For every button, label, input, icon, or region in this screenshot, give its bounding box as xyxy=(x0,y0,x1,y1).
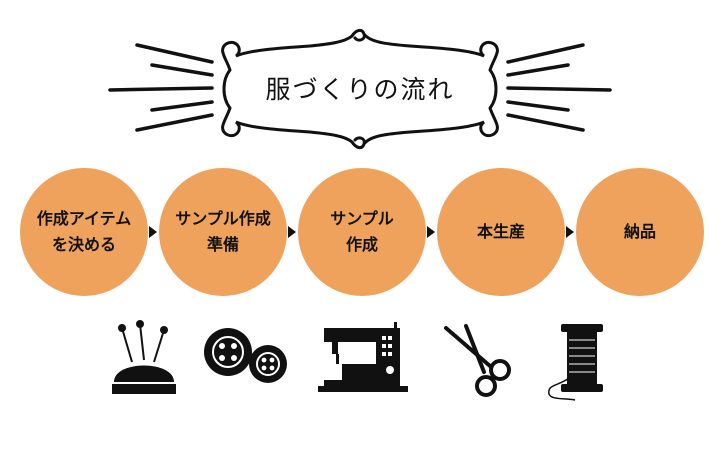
buttons-icon xyxy=(204,328,287,383)
title-banner: 服づくりの流れ xyxy=(0,0,720,160)
step-1-circle: 作成アイテム を決める xyxy=(20,168,148,296)
frame-bottom xyxy=(221,106,499,150)
arrow-icon xyxy=(288,226,296,238)
step-5-circle: 納品 xyxy=(576,168,704,296)
arrow-icon xyxy=(566,226,574,238)
pincushion-icon xyxy=(112,320,176,394)
arrow-icon xyxy=(427,226,435,238)
decorative-frame xyxy=(108,28,612,150)
scissors-icon xyxy=(444,324,511,397)
sewing-machine-icon xyxy=(318,322,408,392)
left-burst-lines xyxy=(108,43,214,132)
step-2-circle: サンプル作成 準備 xyxy=(159,168,287,296)
right-burst-lines xyxy=(506,43,612,132)
step-3-circle: サンプル 作成 xyxy=(298,168,426,296)
frame-top xyxy=(221,28,499,72)
page-title: 服づくりの流れ xyxy=(265,75,455,104)
step-4-circle: 本生産 xyxy=(437,168,565,296)
thread-spool-icon xyxy=(548,324,603,401)
step-icons xyxy=(0,320,720,430)
arrow-icon xyxy=(149,226,157,238)
process-steps: 作成アイテム を決める サンプル作成 準備 サンプル 作成 本生産 納品 xyxy=(0,168,720,298)
